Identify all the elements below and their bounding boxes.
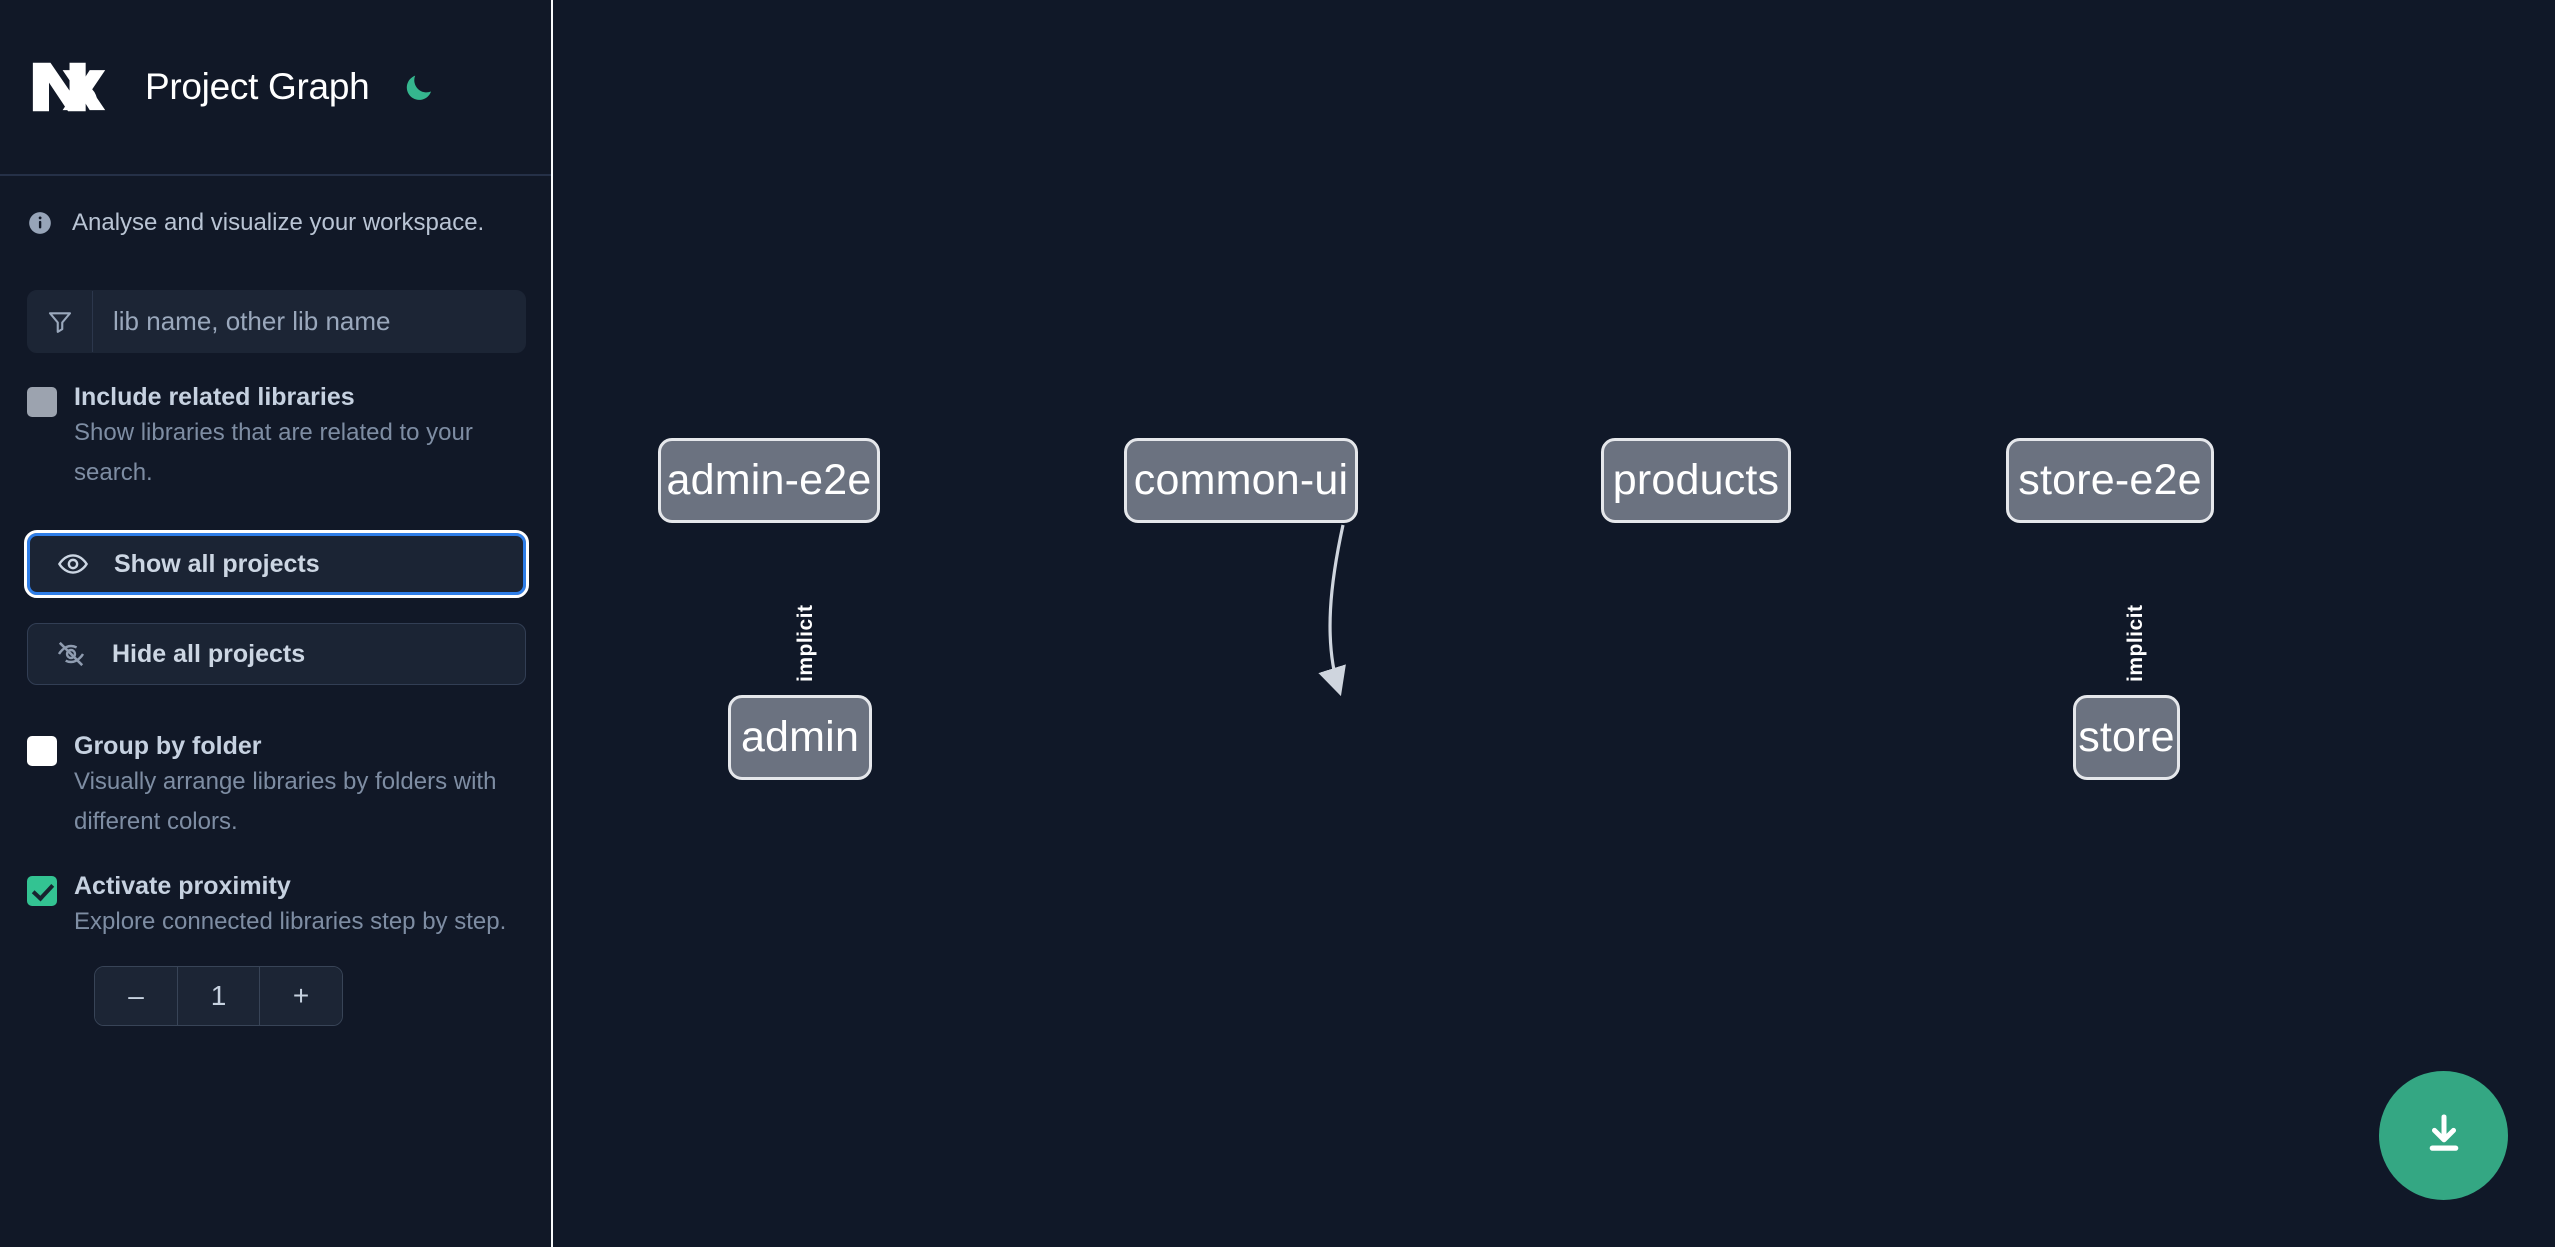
moon-icon[interactable] [397,65,441,109]
graph-node-label: admin-e2e [666,456,872,504]
show-all-projects-button[interactable]: Show all projects [24,530,529,598]
graph-edges [1318,524,1346,697]
graph-node-label: store [2078,713,2175,761]
option-group-by-folder[interactable]: Group by folder Visually arrange librari… [0,730,553,842]
proximity-value: 1 [178,967,259,1025]
hide-all-projects-button[interactable]: Hide all projects [27,623,526,685]
nx-logo [27,54,115,120]
sidebar-scrollbar[interactable] [551,0,553,1247]
graph-edge-label-admin-e2e-to-admin: implicit [794,604,817,682]
option-activate-proximity[interactable]: Activate proximity Explore connected lib… [0,870,553,942]
proximity-decrement-button[interactable]: – [95,967,178,1025]
sidebar-tagline-text: Analyse and visualize your workspace. [72,208,485,236]
option-body: Group by folder Visually arrange librari… [74,730,526,842]
sidebar-tagline: Analyse and visualize your workspace. [0,176,553,269]
sidebar-header: Project Graph [0,0,553,176]
graph-node-products[interactable]: products [1601,438,1791,523]
filter-icon [28,291,93,352]
search-box[interactable] [27,290,526,353]
graph-node-store-e2e[interactable]: store-e2e [2006,438,2214,523]
show-all-projects-label: Show all projects [114,549,320,578]
option-title: Activate proximity [74,872,291,900]
info-icon [27,210,53,236]
graph-node-label: store-e2e [2018,456,2202,504]
option-body: Include related libraries Show libraries… [74,381,526,493]
graph-node-admin-e2e[interactable]: admin-e2e [658,438,880,523]
graph-canvas[interactable]: admin-e2e admin common-ui products store-e2e… [553,0,2555,1247]
include-related-libraries-checkbox[interactable] [27,387,57,417]
graph-edge-label-store-e2e-to-store: implicit [2124,604,2147,682]
graph-node-store[interactable]: store [2073,695,2180,780]
eye-icon [56,547,90,581]
download-icon [2429,1113,2458,1151]
page-title: Project Graph [145,66,370,107]
activate-proximity-checkbox[interactable] [27,876,57,906]
download-graph-button[interactable] [2379,1071,2508,1200]
graph-node-common-ui[interactable]: common-ui [1124,438,1358,523]
option-description: Show libraries that are related to your … [74,419,473,486]
option-title: Group by folder [74,732,262,760]
search-input[interactable] [93,291,525,352]
graph-node-admin[interactable]: admin [728,695,872,780]
option-include-related-libraries[interactable]: Include related libraries Show libraries… [0,381,553,493]
graph-node-label: products [1612,456,1780,504]
proximity-stepper[interactable]: – 1 + [94,966,343,1026]
hide-all-projects-label: Hide all projects [112,639,306,668]
graph-node-label: admin [740,713,860,761]
graph-node-label: common-ui [1133,456,1349,504]
option-description: Explore connected libraries step by step… [74,908,507,935]
option-description: Visually arrange libraries by folders wi… [74,768,497,835]
graph-layer: admin-e2e admin common-ui products store-e2e… [553,0,2555,1247]
group-by-folder-checkbox[interactable] [27,736,57,766]
option-title: Include related libraries [74,383,355,411]
sidebar: Project Graph Analyse and visualize your… [0,0,553,1247]
eye-off-icon [54,637,88,671]
option-body: Activate proximity Explore connected lib… [74,870,526,942]
proximity-increment-button[interactable]: + [259,967,342,1025]
